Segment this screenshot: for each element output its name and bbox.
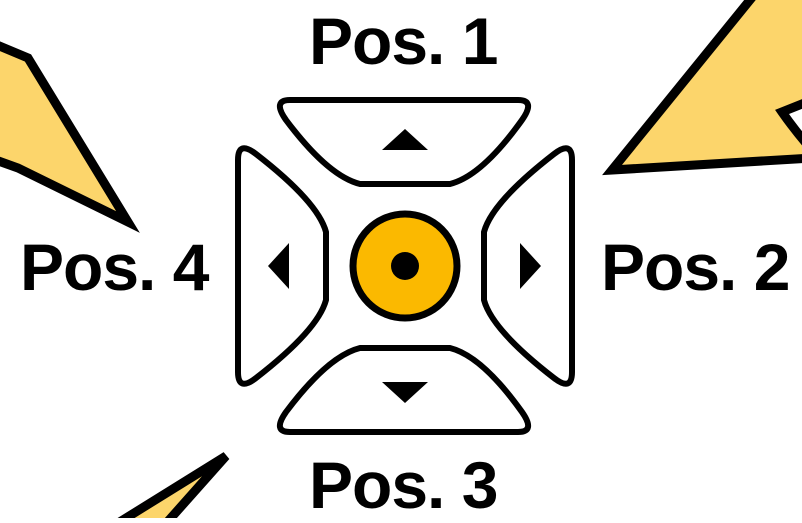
triangle-left-icon [268,243,289,289]
center-dot-icon [391,252,419,280]
callout-bottom-left [109,452,230,523]
triangle-up-icon [382,129,428,150]
callout-top-left [0,41,140,233]
callout-top-right [602,0,802,176]
triangle-down-icon [382,382,428,403]
position-2-label: Pos. 2 [601,230,790,304]
position-1-label: Pos. 1 [309,4,498,78]
position-4-label: Pos. 4 [20,230,209,304]
position-3-label: Pos. 3 [309,448,498,522]
triangle-right-icon [520,243,541,289]
